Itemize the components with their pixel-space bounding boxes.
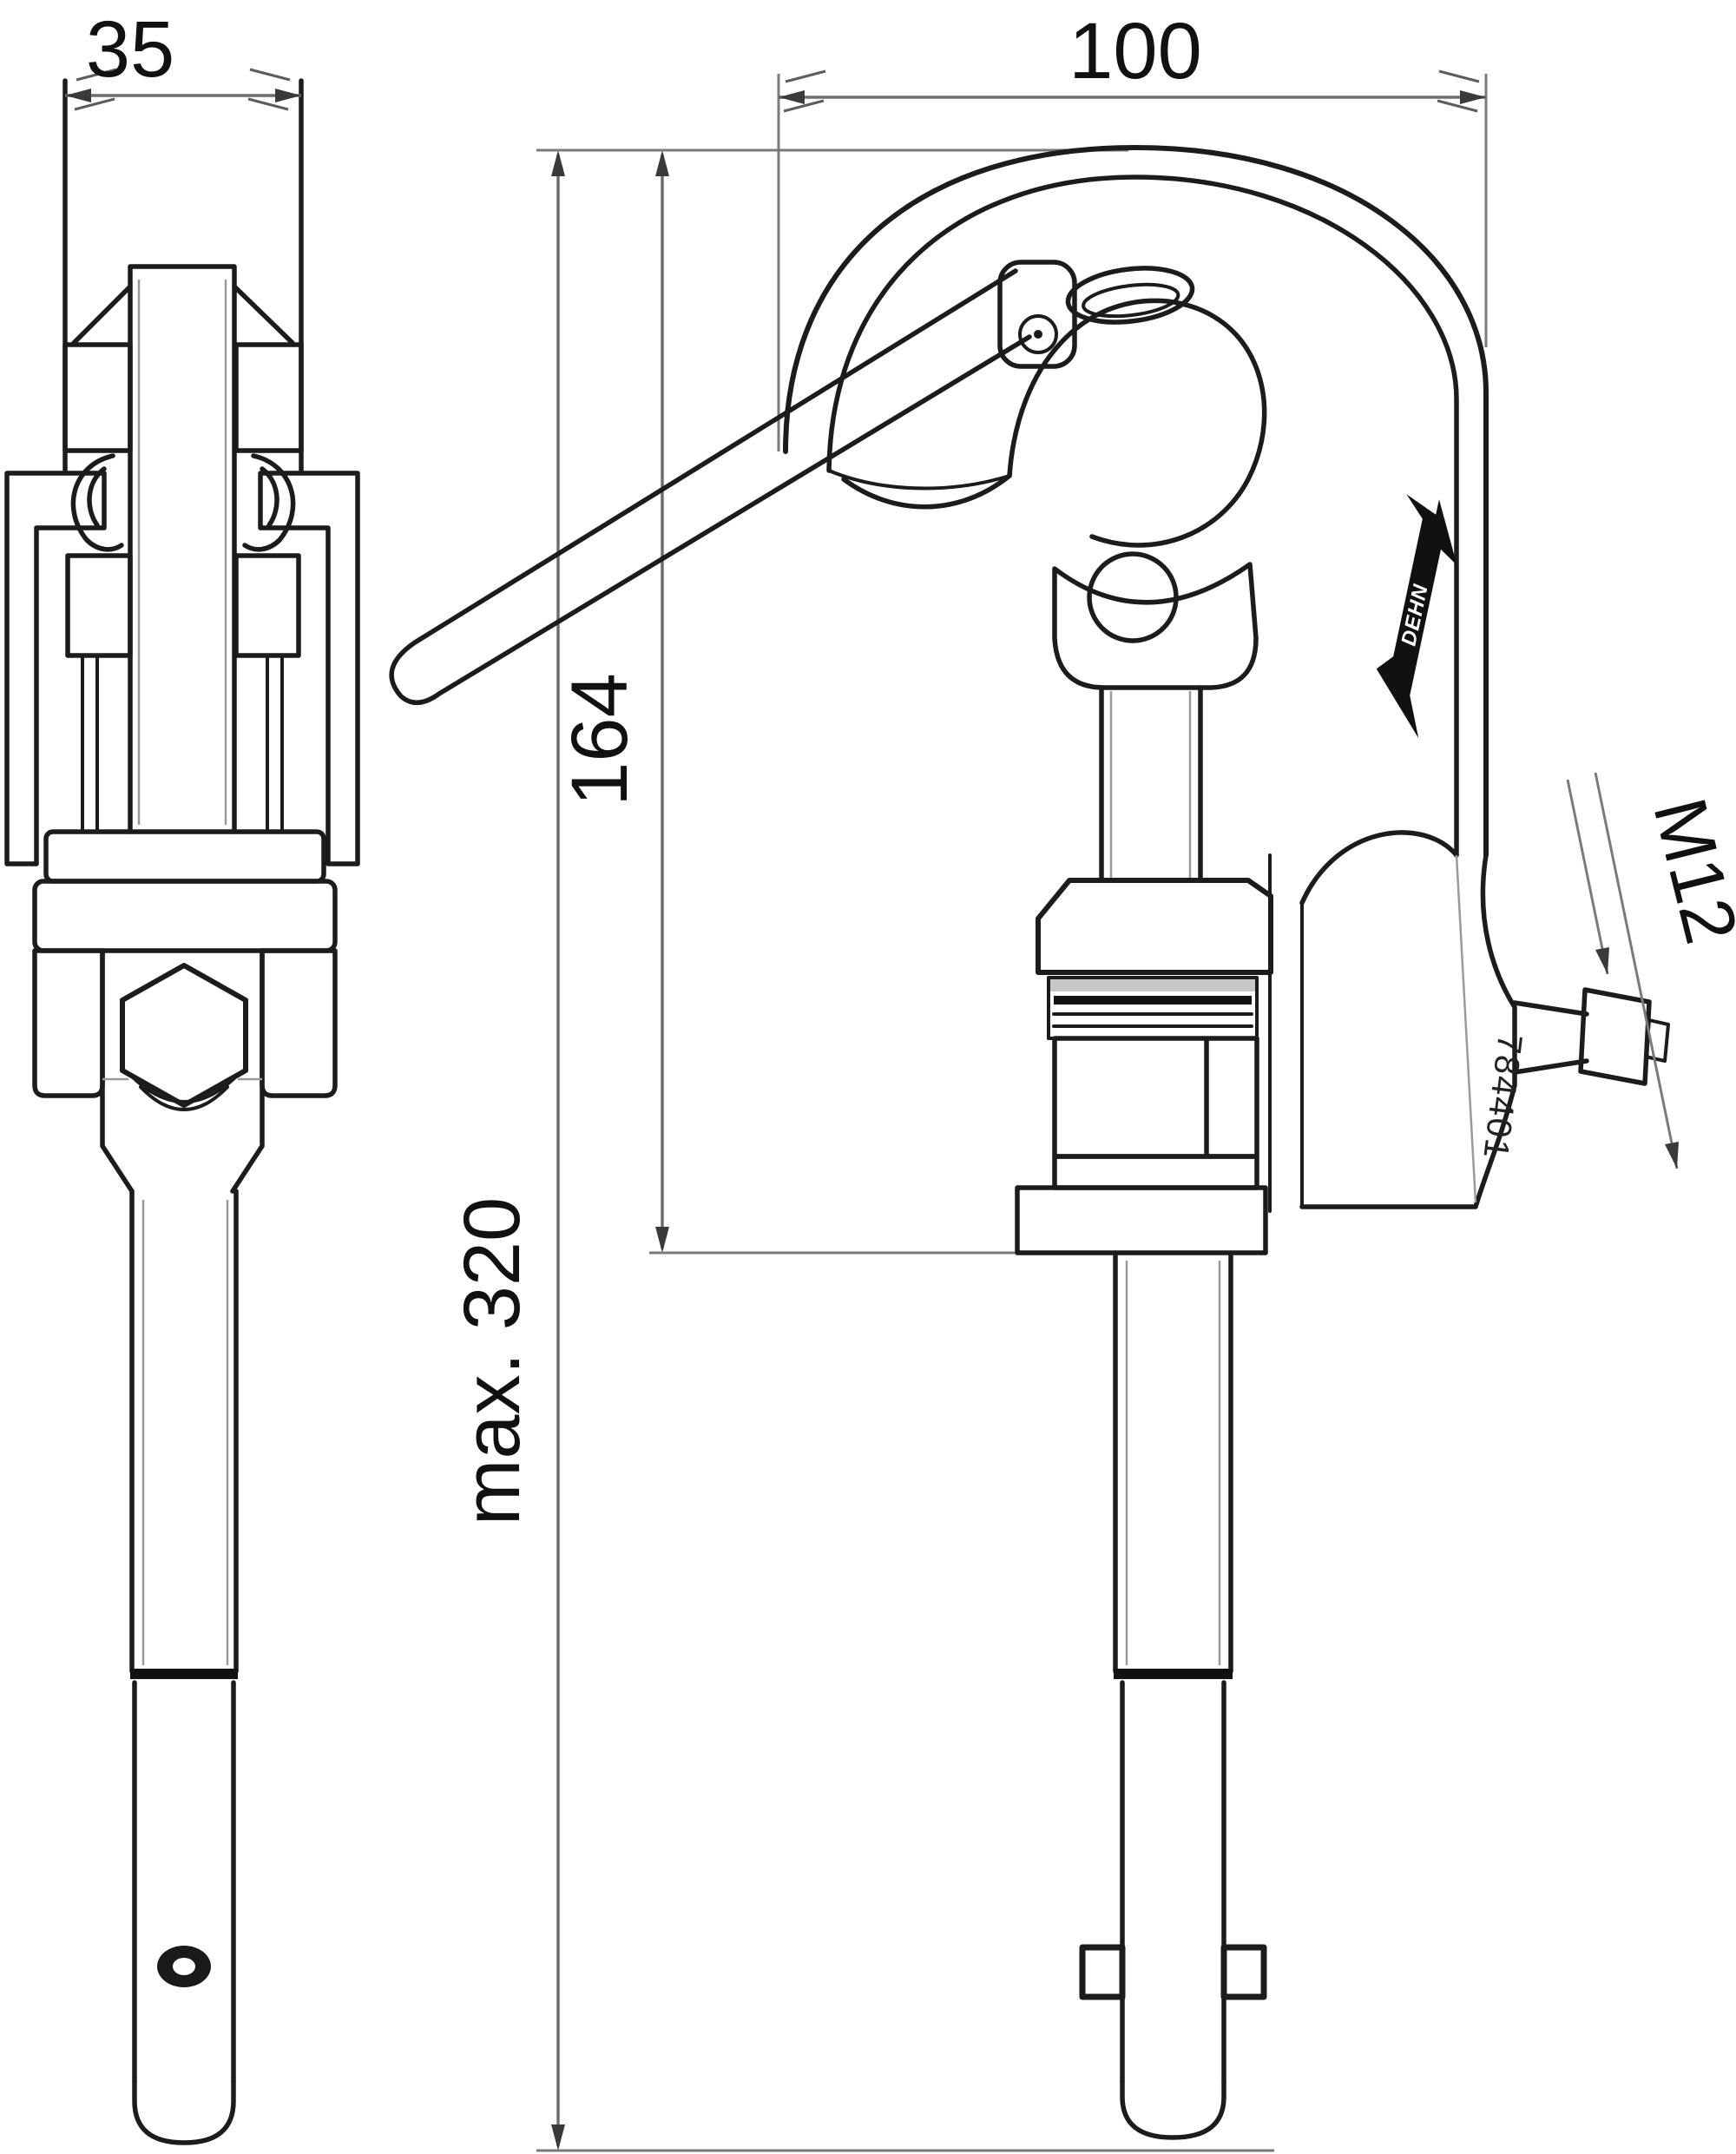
front-rod-lower — [1120, 1680, 1226, 2085]
lever-pivot-center — [1034, 330, 1042, 339]
front-view-rod — [1079, 1250, 1267, 2140]
dim-320-arrow-bottom — [551, 2124, 565, 2151]
hook-top-slot — [1065, 266, 1195, 325]
side-jaw-block-right — [232, 284, 304, 453]
dim-front-width-label: 100 — [1069, 7, 1202, 96]
dim-clamp-height-label: 164 — [556, 673, 644, 807]
front-rod-tip — [1120, 2079, 1226, 2140]
side-rod-upper-shade — [141, 1200, 229, 1665]
side-lower-block-right — [233, 553, 301, 658]
part-number-label: 784401 — [1476, 1032, 1529, 1163]
extension-lines — [536, 148, 1274, 2152]
dim-100-arrow-right — [1460, 90, 1486, 104]
dimension-side-width: 35 — [65, 5, 301, 111]
dehn-flash-logo: DEHN — [1376, 494, 1457, 739]
spindle-stem-shade — [1109, 691, 1192, 879]
hook-top-slot-outer — [1065, 266, 1195, 325]
side-hex-bolt-head — [120, 963, 248, 1108]
m12-screw-nub — [1644, 1018, 1670, 1063]
dim-m12-line-long — [1594, 772, 1679, 1169]
dim-35-arrow-right — [275, 89, 301, 102]
hook-top-slot-inner — [1082, 282, 1180, 319]
clamping-nut — [1036, 878, 1273, 975]
side-slot-shade — [137, 280, 227, 825]
lever-pivot-pin — [1018, 314, 1058, 354]
dimension-screw-thread: M12 — [1566, 772, 1736, 1169]
side-lower-block-left — [65, 553, 133, 658]
side-rod-lower — [132, 1680, 236, 2085]
front-rod-upper-shade — [1125, 1261, 1221, 1665]
side-rod-upper — [129, 1189, 239, 1674]
side-rod-tip — [132, 2079, 236, 2145]
side-spring-curl-left — [70, 453, 124, 552]
dim-320-arrow-top — [551, 150, 565, 176]
dim-100-ticks — [783, 69, 1480, 113]
side-rod-hole — [173, 1958, 195, 1975]
dim-35-ticks — [74, 68, 291, 111]
side-flange-upper — [43, 829, 326, 884]
hook-mouth — [1007, 298, 1267, 548]
dim-total-height-label: max. 320 — [448, 1197, 536, 1525]
front-view — [389, 145, 1670, 1255]
spring-coils — [1052, 1012, 1253, 1028]
dim-screw-thread-label: M12 — [1637, 790, 1736, 952]
dim-164-arrow-bottom — [655, 1227, 669, 1253]
clamp-base-lower — [1015, 1185, 1268, 1255]
side-hex-chamfer-arcs — [128, 1073, 240, 1111]
movable-jaw — [1052, 562, 1259, 690]
m12-screw-head — [1578, 987, 1652, 1086]
front-rod-pin-left — [1079, 1944, 1126, 2000]
dim-164-arrow-top — [655, 150, 669, 176]
m12-screw-shaft — [1512, 1000, 1589, 1075]
dim-m12-arrow-long — [1665, 1142, 1679, 1169]
side-body — [100, 948, 265, 1194]
bracket-slant-face — [1299, 853, 1517, 1209]
side-arm-right — [258, 471, 360, 866]
side-view — [4, 78, 360, 2145]
clamp-lower-body — [1052, 1036, 1259, 1159]
hook-outer-edge — [783, 145, 1489, 858]
front-rod-pin-right — [1220, 1944, 1267, 2000]
dimension-front-width: 100 — [777, 7, 1488, 451]
spindle-stem — [1099, 685, 1203, 883]
side-slot — [128, 264, 237, 834]
spring-shade-band — [1049, 978, 1257, 991]
side-flange-lower — [32, 879, 338, 953]
dim-m12-arrow-short — [1595, 947, 1609, 974]
dim-100-arrow-left — [779, 90, 805, 104]
side-arm-left — [4, 471, 107, 866]
side-spring-curl-right — [242, 453, 296, 552]
dim-m12-line-short — [1566, 779, 1609, 975]
side-tie-rods — [81, 654, 284, 833]
bracket-inner-edge — [1455, 854, 1477, 1203]
hook-beak-underside — [841, 473, 1012, 510]
brand-label: DEHN — [1397, 582, 1432, 648]
clamp-base-upper — [1052, 1154, 1259, 1190]
lightning-bolt-icon — [1376, 494, 1457, 739]
side-plate-left — [32, 948, 105, 1098]
hook-upper-lip — [827, 469, 1011, 491]
dim-side-width-label: 35 — [86, 5, 174, 94]
dimension-clamp-height: 164 — [556, 150, 669, 1253]
frame-column — [1268, 853, 1304, 1213]
hook-inner-edge — [826, 175, 1459, 858]
dim-35-arrow-left — [65, 89, 91, 102]
release-lever — [389, 268, 1032, 705]
front-rod-upper — [1113, 1250, 1233, 1674]
lever-pivot-housing — [997, 260, 1077, 369]
side-jaw-block-left — [62, 284, 133, 453]
bracket-top-curve — [1299, 830, 1459, 906]
side-plate-right — [260, 948, 338, 1098]
dimension-total-height: max. 320 — [448, 150, 565, 2151]
